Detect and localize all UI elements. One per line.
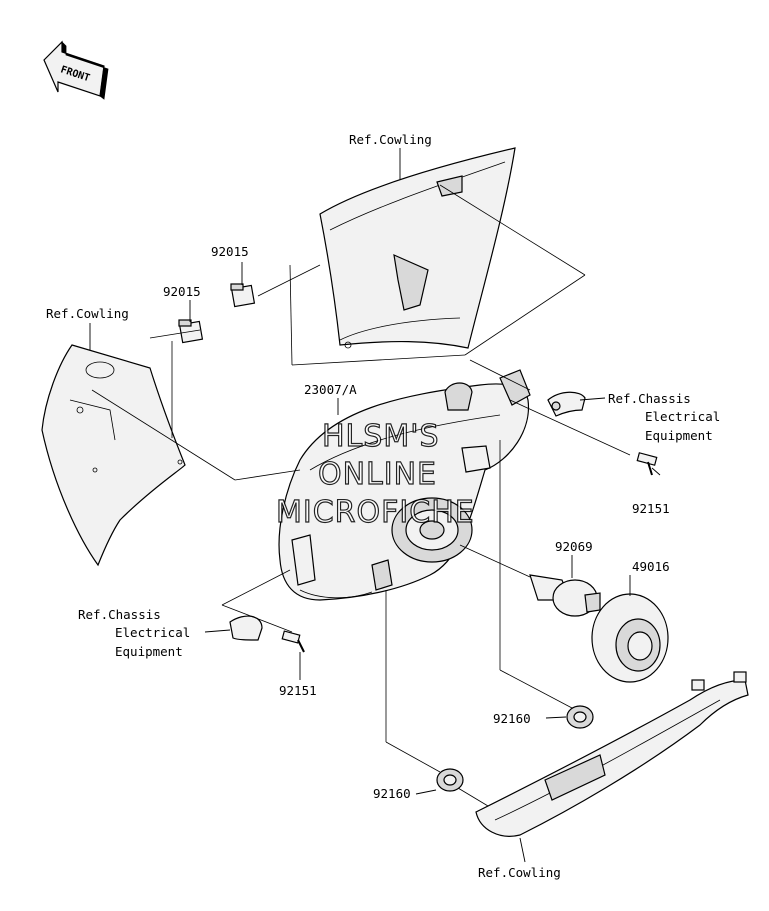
watermark: HLSM'S ONLINE MICROFICHE [275,418,475,530]
lower-cowling-bracket [475,671,749,837]
bracket-clip-left [229,615,263,641]
bulb-92069 [529,574,601,617]
label-92015-upper: 92015 [211,244,249,259]
label-92015-lower: 92015 [163,284,201,299]
left-cowling-panel [41,344,186,567]
bracket-clip-right [547,391,586,417]
label-ref-cowling-top: Ref.Cowling [349,132,432,147]
dust-cap-49016 [591,593,669,683]
label-92069: 92069 [555,539,593,554]
grommet-92160-right [566,705,594,729]
label-ref-cowling-left: Ref.Cowling [46,306,129,321]
bolt-92151-left [281,630,305,653]
label-ref-chassis-right-2: Electrical [645,409,720,424]
label-92160-right: 92160 [493,711,531,726]
upper-cowling [319,147,516,349]
label-ref-chassis-left-2: Electrical [115,625,190,640]
watermark-line-3: MICROFICHE [276,495,475,530]
label-23007a: 23007/A [304,382,357,397]
label-ref-chassis-left-3: Equipment [115,644,183,659]
label-ref-cowling-bottom: Ref.Cowling [478,865,561,880]
watermark-line-1: HLSM'S [322,419,440,454]
label-ref-chassis-left-1: Ref.Chassis [78,607,161,622]
label-ref-chassis-right-1: Ref.Chassis [608,391,691,406]
leader-lines [89,148,661,863]
label-ref-chassis-right-3: Equipment [645,428,713,443]
label-49016: 49016 [632,559,670,574]
label-92151-right: 92151 [632,501,670,516]
front-direction-arrow: FRONT [43,40,109,100]
label-92160-left: 92160 [373,786,411,801]
clip-92015-lower [178,319,204,344]
watermark-line-2: ONLINE [318,457,437,492]
clip-92015-upper [230,283,256,308]
bolt-92151-right [636,452,658,476]
headlight-housing [278,369,531,601]
grommet-92160-left [436,768,464,792]
label-92151-left: 92151 [279,683,317,698]
